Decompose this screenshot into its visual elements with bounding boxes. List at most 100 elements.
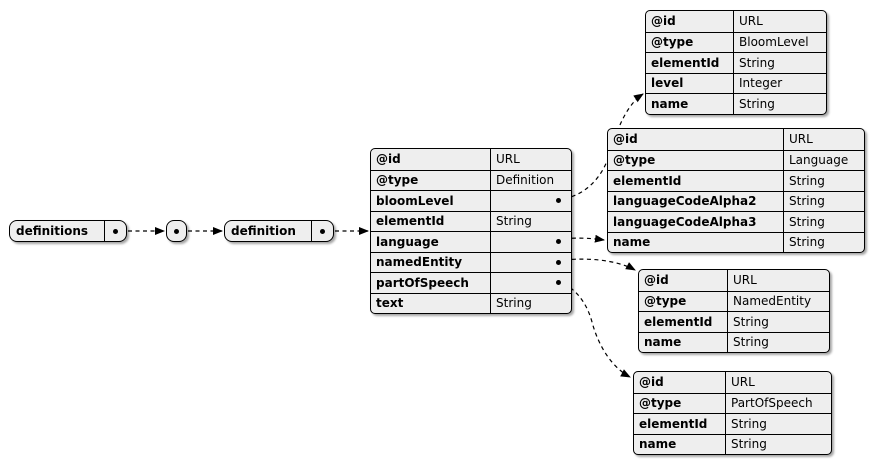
field-reference bbox=[491, 191, 571, 211]
field-name: elementId bbox=[646, 53, 734, 73]
field-type: NamedEntity bbox=[733, 294, 812, 309]
field-type: String bbox=[739, 55, 775, 70]
table-row: @type BloomLevel bbox=[646, 31, 826, 52]
field-name: @id bbox=[646, 11, 734, 32]
field-type: URL bbox=[733, 273, 757, 288]
field-name: elementId bbox=[634, 414, 726, 434]
field-name: partOfSpeech bbox=[371, 273, 491, 293]
field-reference bbox=[491, 232, 571, 252]
field-type: String bbox=[789, 173, 825, 188]
field-name: languageCodeAlpha3 bbox=[608, 212, 784, 232]
table-row: name String bbox=[646, 93, 826, 114]
field-type: URL bbox=[496, 152, 520, 167]
table-row: @id URL bbox=[639, 270, 829, 291]
reference-bullet-icon bbox=[556, 198, 561, 204]
reference-bullet-icon bbox=[320, 228, 325, 234]
field-type: URL bbox=[789, 132, 813, 147]
table-row: name String bbox=[608, 231, 864, 252]
reference-bullet-icon bbox=[556, 239, 561, 245]
field-name: @type bbox=[608, 150, 784, 170]
field-type: String bbox=[496, 296, 532, 311]
field-type: String bbox=[733, 335, 769, 350]
field-name: @type bbox=[634, 393, 726, 413]
reference-bullet-icon bbox=[556, 280, 561, 286]
table-row: elementId String bbox=[371, 210, 571, 231]
node-definitions-label: definitions bbox=[16, 224, 89, 238]
table-row: language bbox=[371, 231, 571, 252]
node-array-item bbox=[166, 220, 187, 242]
table-row: namedEntity bbox=[371, 251, 571, 273]
table-row: languageCodeAlpha3 String bbox=[608, 211, 864, 232]
field-reference bbox=[491, 253, 571, 273]
reference-bullet-icon bbox=[174, 228, 179, 234]
table-row: @type PartOfSpeech bbox=[634, 392, 831, 413]
field-name: @type bbox=[646, 32, 734, 52]
table-row: @id URL bbox=[646, 11, 826, 32]
field-name: @id bbox=[634, 372, 726, 393]
field-type: String bbox=[496, 214, 532, 229]
field-reference bbox=[491, 273, 571, 293]
field-name: namedEntity bbox=[371, 252, 491, 272]
field-name: text bbox=[371, 293, 491, 313]
field-type: String bbox=[789, 235, 825, 250]
field-type: Integer bbox=[739, 76, 783, 91]
field-type: Definition bbox=[496, 173, 555, 188]
field-type: BloomLevel bbox=[739, 35, 809, 50]
field-type: URL bbox=[731, 375, 755, 390]
node-definition-label: definition bbox=[231, 224, 296, 238]
field-name: elementId bbox=[371, 211, 491, 231]
node-array-item-bullet-cell bbox=[167, 221, 186, 241]
field-type: Language bbox=[789, 153, 849, 168]
table-row: @type NamedEntity bbox=[639, 290, 829, 311]
field-type: PartOfSpeech bbox=[731, 396, 813, 411]
field-name: name bbox=[646, 94, 734, 114]
field-name: @id bbox=[371, 149, 491, 170]
reference-bullet-icon bbox=[113, 228, 118, 234]
table-row: name String bbox=[634, 433, 831, 454]
table-row: bloomLevel bbox=[371, 190, 571, 211]
node-definitions: definitions bbox=[9, 220, 127, 242]
field-type: String bbox=[789, 194, 825, 209]
table-row: languageCodeAlpha2 String bbox=[608, 190, 864, 211]
field-type: String bbox=[789, 214, 825, 229]
field-name: bloomLevel bbox=[371, 191, 491, 211]
table-row: @id URL bbox=[608, 129, 864, 150]
field-name: @id bbox=[639, 270, 728, 291]
field-type: String bbox=[731, 416, 767, 431]
field-name: languageCodeAlpha2 bbox=[608, 191, 784, 211]
field-name: name bbox=[634, 434, 726, 454]
field-name: name bbox=[608, 232, 784, 252]
table-row: text String bbox=[371, 292, 571, 313]
node-definitions-bullet-cell bbox=[104, 221, 126, 241]
table-row: level Integer bbox=[646, 72, 826, 93]
field-type: String bbox=[733, 314, 769, 329]
table-row: name String bbox=[639, 331, 829, 352]
reference-bullet-icon bbox=[556, 259, 561, 265]
field-name: language bbox=[371, 232, 491, 252]
field-type: URL bbox=[739, 14, 763, 29]
table-row: @type Definition bbox=[371, 169, 571, 190]
field-name: @id bbox=[608, 129, 784, 150]
table-row: @id URL bbox=[371, 149, 571, 170]
field-name: name bbox=[639, 332, 728, 352]
field-name: @type bbox=[639, 291, 728, 311]
field-name: elementId bbox=[639, 312, 728, 332]
table-row: @id URL bbox=[634, 372, 831, 393]
table-row: elementId String bbox=[646, 52, 826, 73]
field-name: level bbox=[646, 73, 734, 93]
field-name: @type bbox=[371, 170, 491, 190]
table-row: elementId String bbox=[634, 413, 831, 434]
table-row: elementId String bbox=[639, 311, 829, 332]
field-type: String bbox=[731, 437, 767, 452]
table-row: partOfSpeech bbox=[371, 272, 571, 293]
node-definition: definition bbox=[224, 220, 334, 242]
field-type: String bbox=[739, 96, 775, 111]
node-definition-bullet-cell bbox=[311, 221, 333, 241]
